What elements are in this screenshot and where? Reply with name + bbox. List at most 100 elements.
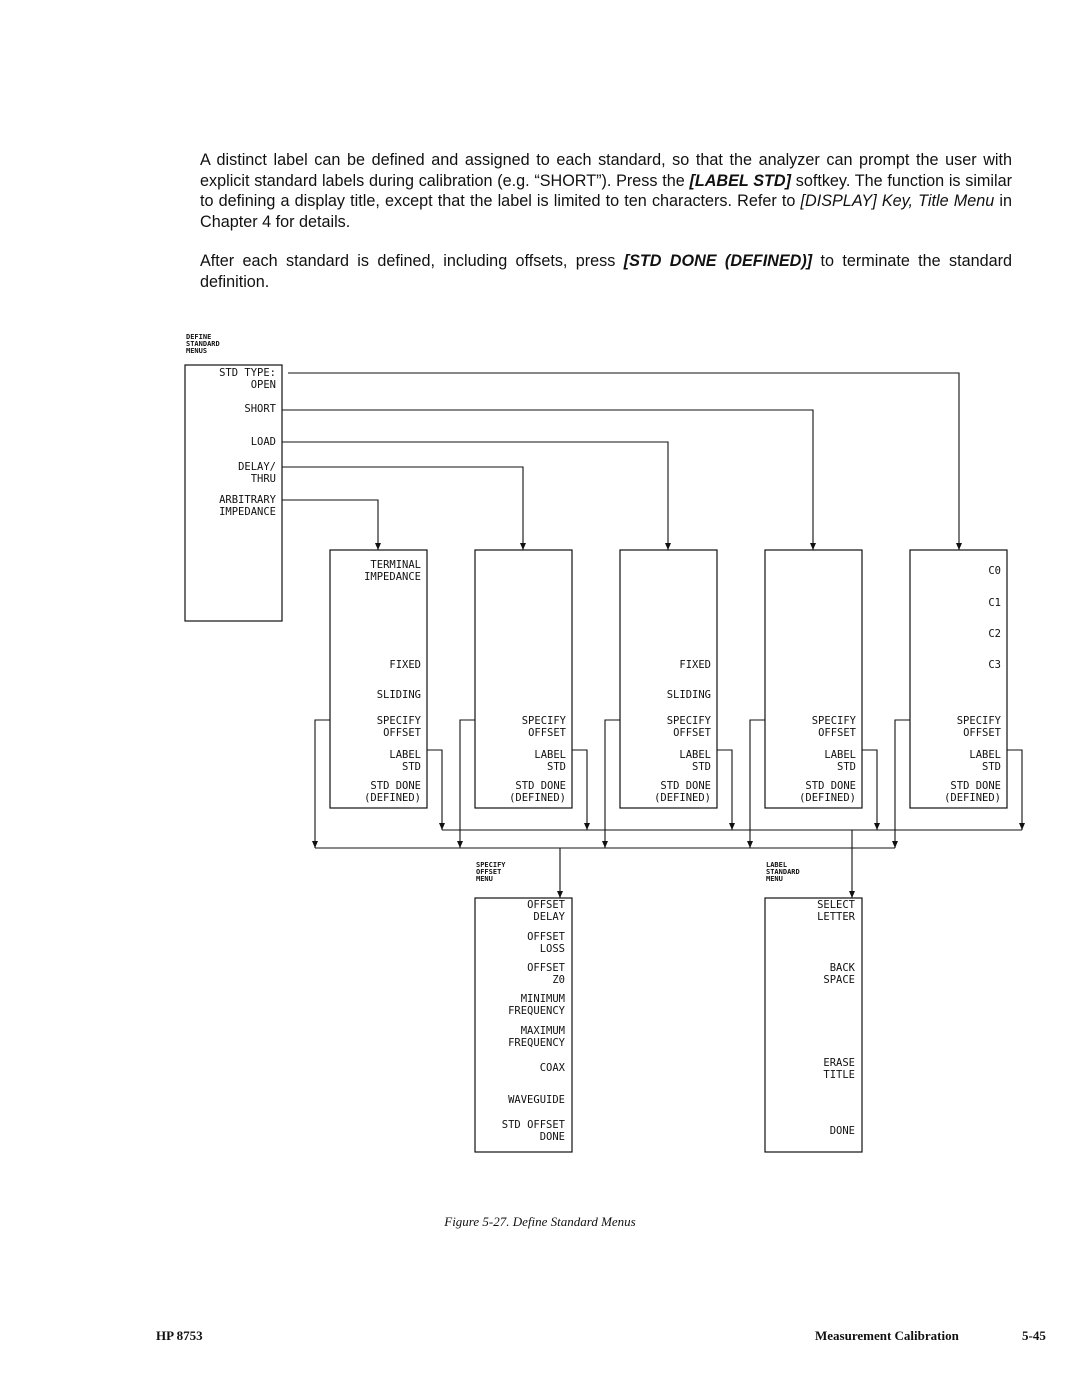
define-menu-title: STANDARD <box>186 340 220 348</box>
specify-offset-menu-box <box>474 897 573 1153</box>
specify-offset-menu-title: OFFSET <box>476 868 501 876</box>
display-key-reference: [DISPLAY] Key, Title Menu <box>800 192 995 210</box>
open-menu-item: STD DONE <box>950 780 1001 792</box>
specify-offset-menu-title: MENU <box>476 875 493 883</box>
terminal-menu-item: (DEFINED) <box>364 792 421 804</box>
arrowhead <box>457 841 463 848</box>
specify-offset-bracket <box>314 719 330 848</box>
arrowhead <box>874 823 880 830</box>
connector-line <box>282 441 669 550</box>
load-menu-item: (DEFINED) <box>654 792 711 804</box>
label-std-bracket <box>717 749 733 830</box>
load-menu-item: FIXED <box>679 659 711 671</box>
arrowhead <box>665 543 671 550</box>
label-standard-item: TITLE <box>823 1069 855 1081</box>
define-menu-item: THRU <box>251 473 276 485</box>
specify-offset-bracket <box>749 719 765 848</box>
specify-offset-item: MINIMUM <box>521 993 565 1005</box>
open-menu-item: (DEFINED) <box>944 792 1001 804</box>
figure-caption: Figure 5-27. Define Standard Menus <box>444 1214 636 1229</box>
specify-offset-item: MAXIMUM <box>521 1025 565 1037</box>
load-menu-item: STD DONE <box>660 780 711 792</box>
short-menu-item: LABEL <box>824 749 856 761</box>
load-menu-item: SPECIFY <box>667 715 712 727</box>
footer-page-number: 5-45 <box>1022 1328 1046 1343</box>
short-menu-item: SPECIFY <box>812 715 857 727</box>
label-standard-menu-title: MENU <box>766 875 783 883</box>
specify-offset-item: Z0 <box>552 974 565 986</box>
define-menu-title: MENUS <box>186 347 207 355</box>
label-std-key: [LABEL STD] <box>689 171 792 190</box>
define-standard-menu-box <box>184 364 283 622</box>
terminal-menu-item: IMPEDANCE <box>364 571 421 583</box>
open-menu-item: C0 <box>988 565 1001 577</box>
label-standard-menu-title: STANDARD <box>766 868 800 876</box>
delay-menu-item: SPECIFY <box>522 715 567 727</box>
define-menu-item: IMPEDANCE <box>219 506 276 518</box>
arrowhead <box>892 841 898 848</box>
specify-offset-item: DONE <box>540 1131 565 1143</box>
connector-line <box>282 499 379 550</box>
arrowhead <box>956 543 962 550</box>
arrowhead <box>602 841 608 848</box>
short-menu-item: (DEFINED) <box>799 792 856 804</box>
label-std-bracket <box>862 749 878 830</box>
define-menu-item: STD TYPE: <box>219 367 276 379</box>
footer-model: HP 8753 <box>156 1328 203 1343</box>
specify-offset-item: OFFSET <box>527 931 566 943</box>
open-menu-item: OFFSET <box>963 727 1002 739</box>
std-done-key: [STD DONE (DEFINED)] <box>623 252 813 270</box>
paragraph-std-done: After each standard is defined, includin… <box>200 252 1013 291</box>
specify-offset-item: COAX <box>540 1062 566 1074</box>
label-std-bracket <box>572 749 588 830</box>
label-standard-item: BACK <box>830 962 856 974</box>
terminal-menu-item: FIXED <box>389 659 421 671</box>
arrowhead <box>584 823 590 830</box>
label-std-bracket <box>1007 749 1023 830</box>
specify-offset-bracket <box>894 719 910 848</box>
open-menu-item: C3 <box>988 659 1001 671</box>
arrowhead <box>729 823 735 830</box>
arrowhead <box>810 543 816 550</box>
specify-offset-item: OFFSET <box>527 899 566 911</box>
specify-offset-bracket <box>604 719 620 848</box>
specify-offset-item: FREQUENCY <box>508 1037 566 1049</box>
define-menu-item: ARBITRARY <box>219 494 277 506</box>
arrowhead <box>312 841 318 848</box>
label-standard-item: SPACE <box>823 974 855 986</box>
load-menu-item: OFFSET <box>673 727 712 739</box>
label-standard-item: LETTER <box>817 911 856 923</box>
connector-line <box>282 409 814 550</box>
open-menu-item: LABEL <box>969 749 1001 761</box>
paragraph-label-std: A distinct label can be defined and assi… <box>200 151 1012 231</box>
delay-menu-item: STD DONE <box>515 780 566 792</box>
specify-offset-item: DELAY <box>533 911 565 923</box>
terminal-menu-item: TERMINAL <box>370 559 421 571</box>
specify-offset-item: OFFSET <box>527 962 566 974</box>
short-menu-item: OFFSET <box>818 727 857 739</box>
specify-offset-item: LOSS <box>540 943 565 955</box>
specify-offset-item: STD OFFSET <box>502 1119 566 1131</box>
arrowhead <box>747 841 753 848</box>
define-menu-title: DEFINE <box>186 333 211 341</box>
arrowhead <box>375 543 381 550</box>
specify-offset-bracket <box>459 719 475 848</box>
open-menu-item: C1 <box>988 597 1001 609</box>
connector-line <box>288 372 960 550</box>
arrowhead <box>439 823 445 830</box>
define-menu-item: DELAY/ <box>238 461 276 473</box>
define-menu-item: OPEN <box>251 379 276 391</box>
specify-offset-item: WAVEGUIDE <box>508 1094 565 1106</box>
delay-menu-item: LABEL <box>534 749 566 761</box>
terminal-menu-item: STD DONE <box>370 780 421 792</box>
arrowhead <box>520 543 526 550</box>
label-std-bracket <box>427 749 443 830</box>
terminal-menu-item: OFFSET <box>383 727 422 739</box>
terminal-menu-item: SPECIFY <box>377 715 422 727</box>
label-standard-menu-box <box>764 897 863 1153</box>
short-menu-item: STD <box>837 761 856 773</box>
label-standard-item: DONE <box>830 1125 855 1137</box>
arrowhead <box>1019 823 1025 830</box>
load-menu-item: STD <box>692 761 711 773</box>
